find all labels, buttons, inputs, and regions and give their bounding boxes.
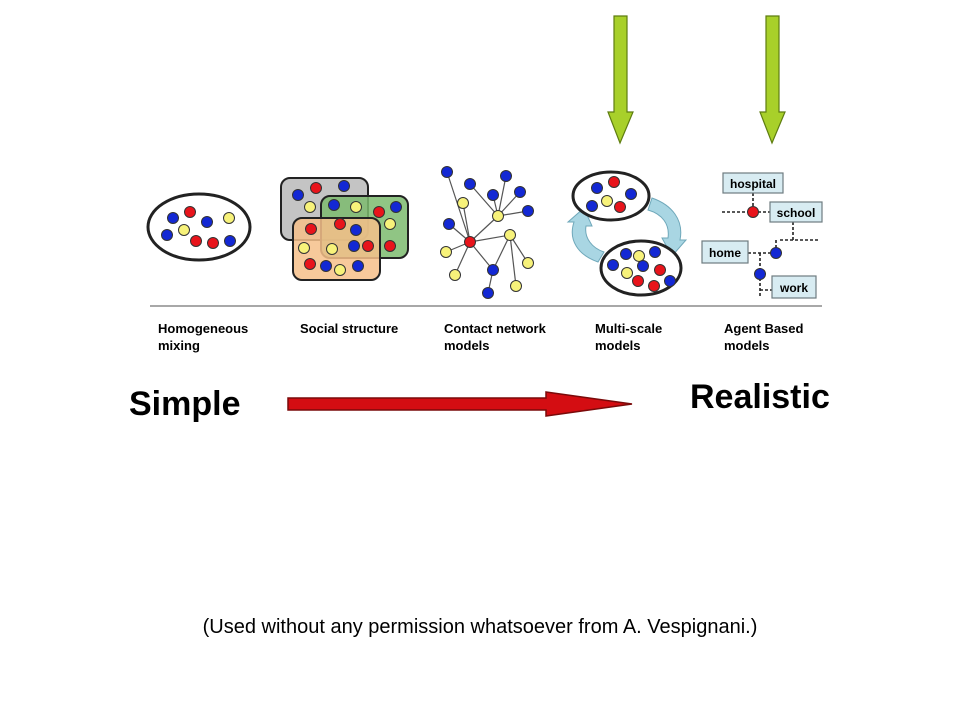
hospital-label: hospital <box>730 177 776 191</box>
node-red <box>334 218 346 230</box>
node-yellow <box>298 242 310 254</box>
node-blue <box>320 260 332 272</box>
node-red <box>464 236 476 248</box>
cycle-arrow-icon <box>566 207 605 263</box>
node-blue <box>637 260 649 272</box>
node-yellow <box>504 229 516 241</box>
node-yellow <box>350 201 362 213</box>
node-red <box>384 240 396 252</box>
node-blue <box>224 235 236 247</box>
node-blue <box>350 224 362 236</box>
node-blue <box>487 264 499 276</box>
node-yellow <box>384 218 396 230</box>
hospital-box <box>722 172 784 194</box>
node-blue <box>328 199 340 211</box>
caption-social-structure: Social structure <box>300 321 399 336</box>
node-blue <box>625 188 637 200</box>
node-yellow <box>633 250 645 262</box>
caption-contact-network: Contact network models <box>444 321 546 353</box>
node-blue <box>514 186 526 198</box>
node-blue <box>487 189 499 201</box>
node-yellow <box>334 264 346 276</box>
social-structure-illustration <box>280 177 409 281</box>
work-box <box>771 275 817 299</box>
node-yellow <box>510 280 522 292</box>
node-blue <box>441 166 453 178</box>
contact-network-illustration <box>440 166 534 299</box>
node-yellow <box>522 257 534 269</box>
node-blue <box>754 268 766 280</box>
node-yellow <box>304 201 316 213</box>
scale-right-label: Realistic <box>690 378 830 416</box>
homogeneous-mixing-illustration <box>146 192 252 262</box>
node-yellow <box>223 212 235 224</box>
node-red <box>608 176 620 188</box>
home-label: home <box>709 246 741 260</box>
node-yellow <box>601 195 613 207</box>
agent-based-illustration: hospital school home work <box>701 172 823 299</box>
node-blue <box>292 189 304 201</box>
school-label: school <box>777 206 816 220</box>
node-red <box>747 206 759 218</box>
node-blue <box>482 287 494 299</box>
credit-note: (Used without any permission whatsoever … <box>202 616 758 638</box>
node-blue <box>522 205 534 217</box>
node-blue <box>664 275 676 287</box>
node-red <box>648 280 660 292</box>
node-red <box>190 235 202 247</box>
node-yellow <box>449 269 461 281</box>
node-yellow <box>178 224 190 236</box>
caption-homogeneous-mixing: Homogeneous mixing <box>158 321 249 353</box>
school-box <box>769 201 823 223</box>
node-yellow <box>457 197 469 209</box>
node-red <box>305 223 317 235</box>
node-red <box>654 264 666 276</box>
node-blue <box>161 229 173 241</box>
node-yellow <box>492 210 504 222</box>
node-blue <box>607 259 619 271</box>
node-blue <box>464 178 476 190</box>
node-blue <box>591 182 603 194</box>
node-yellow <box>440 246 452 258</box>
node-blue <box>500 170 512 182</box>
node-blue <box>770 247 782 259</box>
work-label: work <box>779 281 808 295</box>
node-yellow <box>621 267 633 279</box>
node-blue <box>348 240 360 252</box>
node-red <box>207 237 219 249</box>
scale-left-label: Simple <box>129 385 241 423</box>
node-blue <box>649 246 661 258</box>
node-blue <box>443 218 455 230</box>
node-blue <box>338 180 350 192</box>
node-blue <box>586 200 598 212</box>
node-red <box>362 240 374 252</box>
node-yellow <box>326 243 338 255</box>
node-blue <box>390 201 402 213</box>
caption-agent-based: Agent Based models <box>724 321 804 353</box>
node-blue <box>201 216 213 228</box>
red-progress-arrow <box>287 391 633 417</box>
node-red <box>614 201 626 213</box>
node-red <box>373 206 385 218</box>
node-red <box>304 258 316 270</box>
node-red <box>310 182 322 194</box>
multi-scale-illustration <box>566 170 688 297</box>
node-red <box>632 275 644 287</box>
caption-multi-scale: Multi-scale models <box>595 321 663 353</box>
home-box <box>701 240 749 264</box>
green-down-arrow-1 <box>607 15 634 145</box>
node-blue <box>620 248 632 260</box>
node-red <box>184 206 196 218</box>
node-blue <box>167 212 179 224</box>
node-blue <box>352 260 364 272</box>
green-down-arrow-2 <box>759 15 786 145</box>
